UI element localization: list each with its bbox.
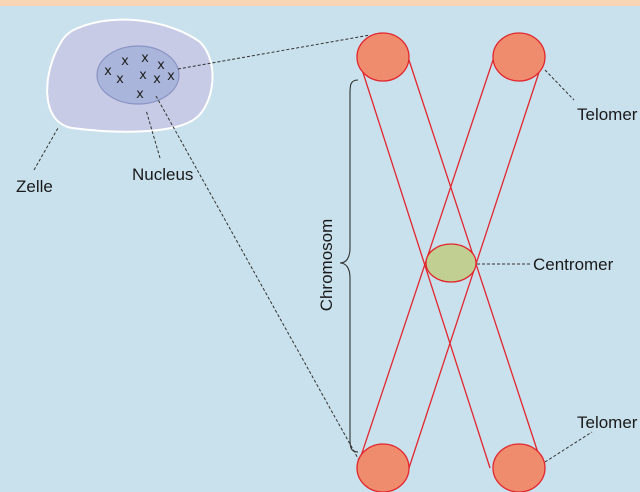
nucleus-chromosome-marks: x x x x x x x x x <box>104 51 175 102</box>
telomere-bottom-left <box>356 443 410 492</box>
label-centromer: Centromer <box>533 255 614 274</box>
nucleus-mark: x <box>139 68 147 83</box>
centromere <box>425 243 477 283</box>
telomere-top-right <box>492 32 546 82</box>
label-telomer-bottom: Telomer <box>577 413 638 432</box>
telomer-bottom-pointer <box>544 431 593 463</box>
telomere-bottom-right <box>492 443 546 492</box>
label-zelle: Zelle <box>16 177 53 196</box>
zoom-line-top <box>177 34 371 70</box>
zelle-pointer <box>33 127 59 171</box>
top-accent-bar <box>0 0 640 6</box>
label-nucleus: Nucleus <box>132 165 193 184</box>
nucleus-mark: x <box>153 72 161 87</box>
telomere-top-left <box>356 32 410 82</box>
label-telomer-top: Telomer <box>577 105 638 124</box>
nucleus <box>96 45 180 105</box>
telomer-top-pointer <box>544 69 575 101</box>
nucleus-pointer <box>145 109 161 159</box>
label-chromosom: Chromosom <box>317 219 336 312</box>
nucleus-mark: x <box>104 64 112 79</box>
nucleus-mark: x <box>136 87 144 102</box>
nucleus-mark: x <box>157 58 165 73</box>
nucleus-mark: x <box>141 51 149 66</box>
nucleus-mark: x <box>121 54 129 69</box>
cell: x x x x x x x x x <box>46 18 214 133</box>
nucleus-mark: x <box>116 72 124 87</box>
chromatid-edge <box>357 56 491 469</box>
nucleus-mark: x <box>167 69 175 84</box>
chromosome-brace <box>339 79 359 453</box>
